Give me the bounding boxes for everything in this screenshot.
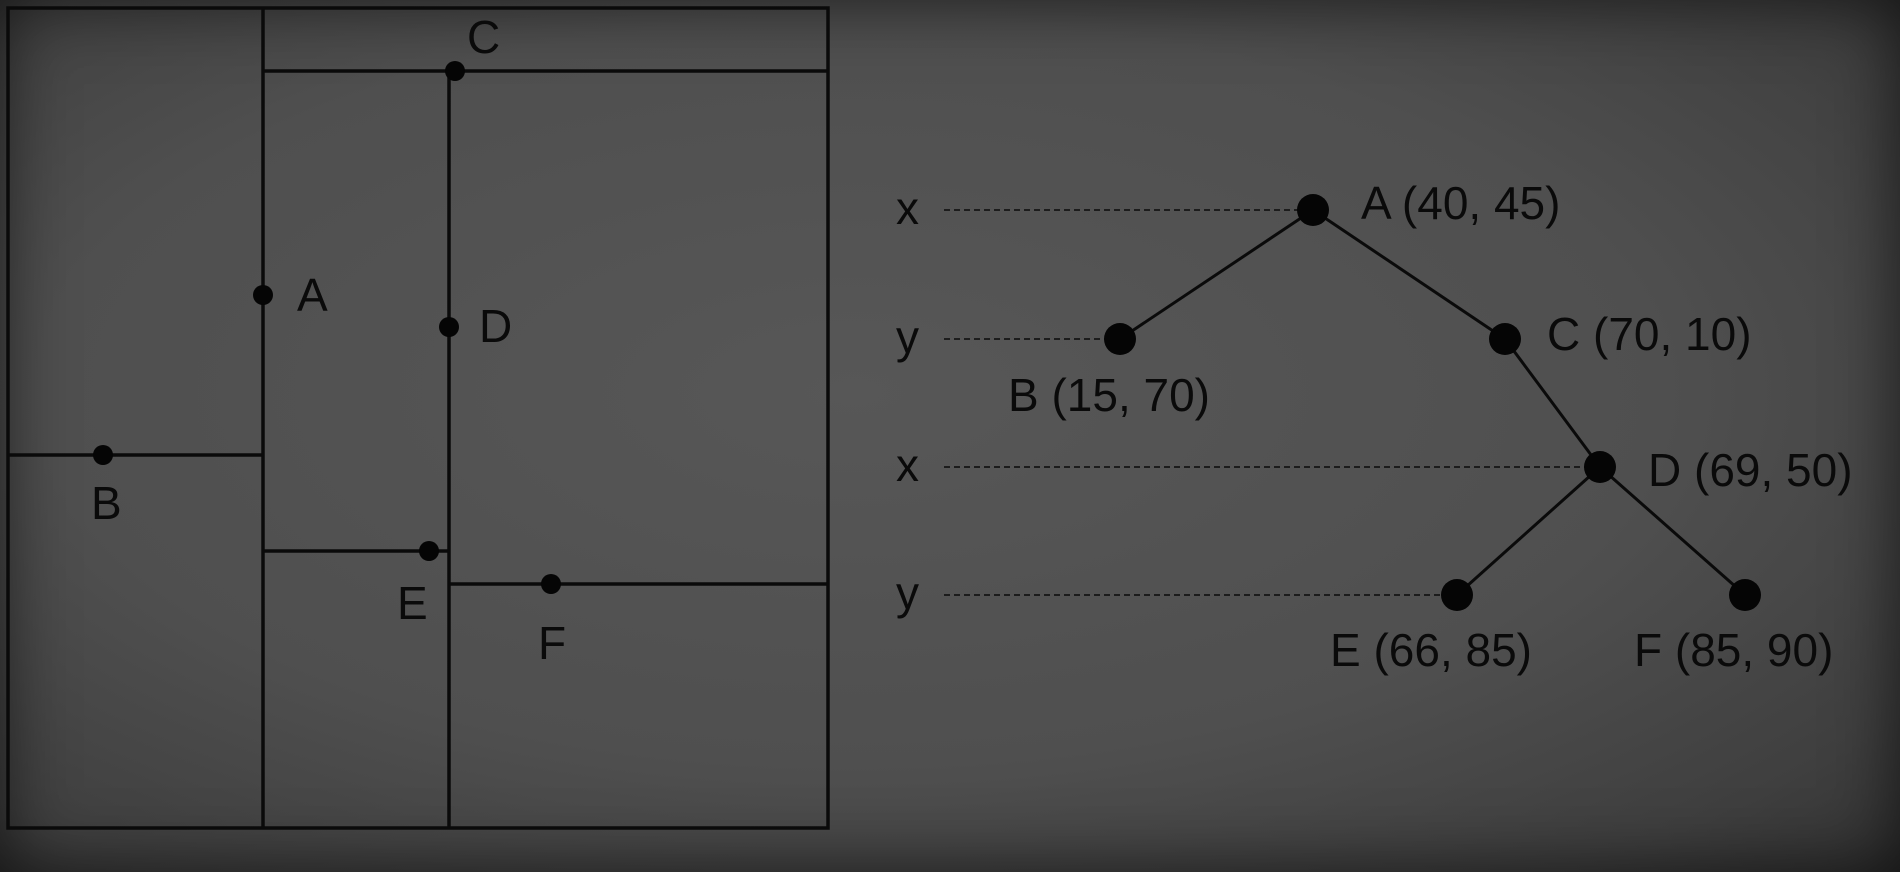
partition-label-b: B <box>91 477 122 529</box>
tree-node-label-b: B (15, 70) <box>1008 369 1210 421</box>
partition-label-d: D <box>479 300 512 352</box>
partition-point-f <box>541 574 561 594</box>
tree-node-label-e: E (66, 85) <box>1330 624 1532 676</box>
tree-node-c <box>1489 323 1521 355</box>
level-axis-label-2: x <box>896 439 919 491</box>
tree-edge-d-f <box>1599 465 1746 597</box>
tree-edge-a-b <box>1119 208 1314 341</box>
partition-point-a <box>253 285 273 305</box>
level-axis-label-1: y <box>896 311 919 363</box>
partition-label-f: F <box>538 617 566 669</box>
level-axis-label-3: y <box>896 567 919 619</box>
tree-node-e <box>1441 579 1473 611</box>
tree-panel: x y x y A (40, 45) B (15, 70) C (70, 10)… <box>896 177 1853 676</box>
partition-boundary <box>6 6 830 830</box>
tree-edge-c-d <box>1503 338 1602 468</box>
level-axis-label-0: x <box>896 182 919 234</box>
tree-node-label-a: A (40, 45) <box>1361 177 1560 229</box>
partition-label-e: E <box>397 577 428 629</box>
tree-edge-a-c <box>1312 208 1506 341</box>
tree-node-label-d: D (69, 50) <box>1648 444 1853 496</box>
partition-point-c <box>445 61 465 81</box>
tree-node-label-c: C (70, 10) <box>1547 308 1752 360</box>
tree-edge-d-e <box>1455 465 1602 597</box>
partition-point-b <box>93 445 113 465</box>
tree-node-f <box>1729 579 1761 611</box>
partition-point-e <box>419 541 439 561</box>
tree-node-label-f: F (85, 90) <box>1634 624 1833 676</box>
tree-node-d <box>1584 451 1616 483</box>
partition-point-d <box>439 317 459 337</box>
tree-node-b <box>1104 323 1136 355</box>
partition-label-a: A <box>297 269 328 321</box>
partition-panel: A B C D E F <box>6 6 830 830</box>
partition-label-c: C <box>467 11 500 63</box>
tree-node-a <box>1297 194 1329 226</box>
